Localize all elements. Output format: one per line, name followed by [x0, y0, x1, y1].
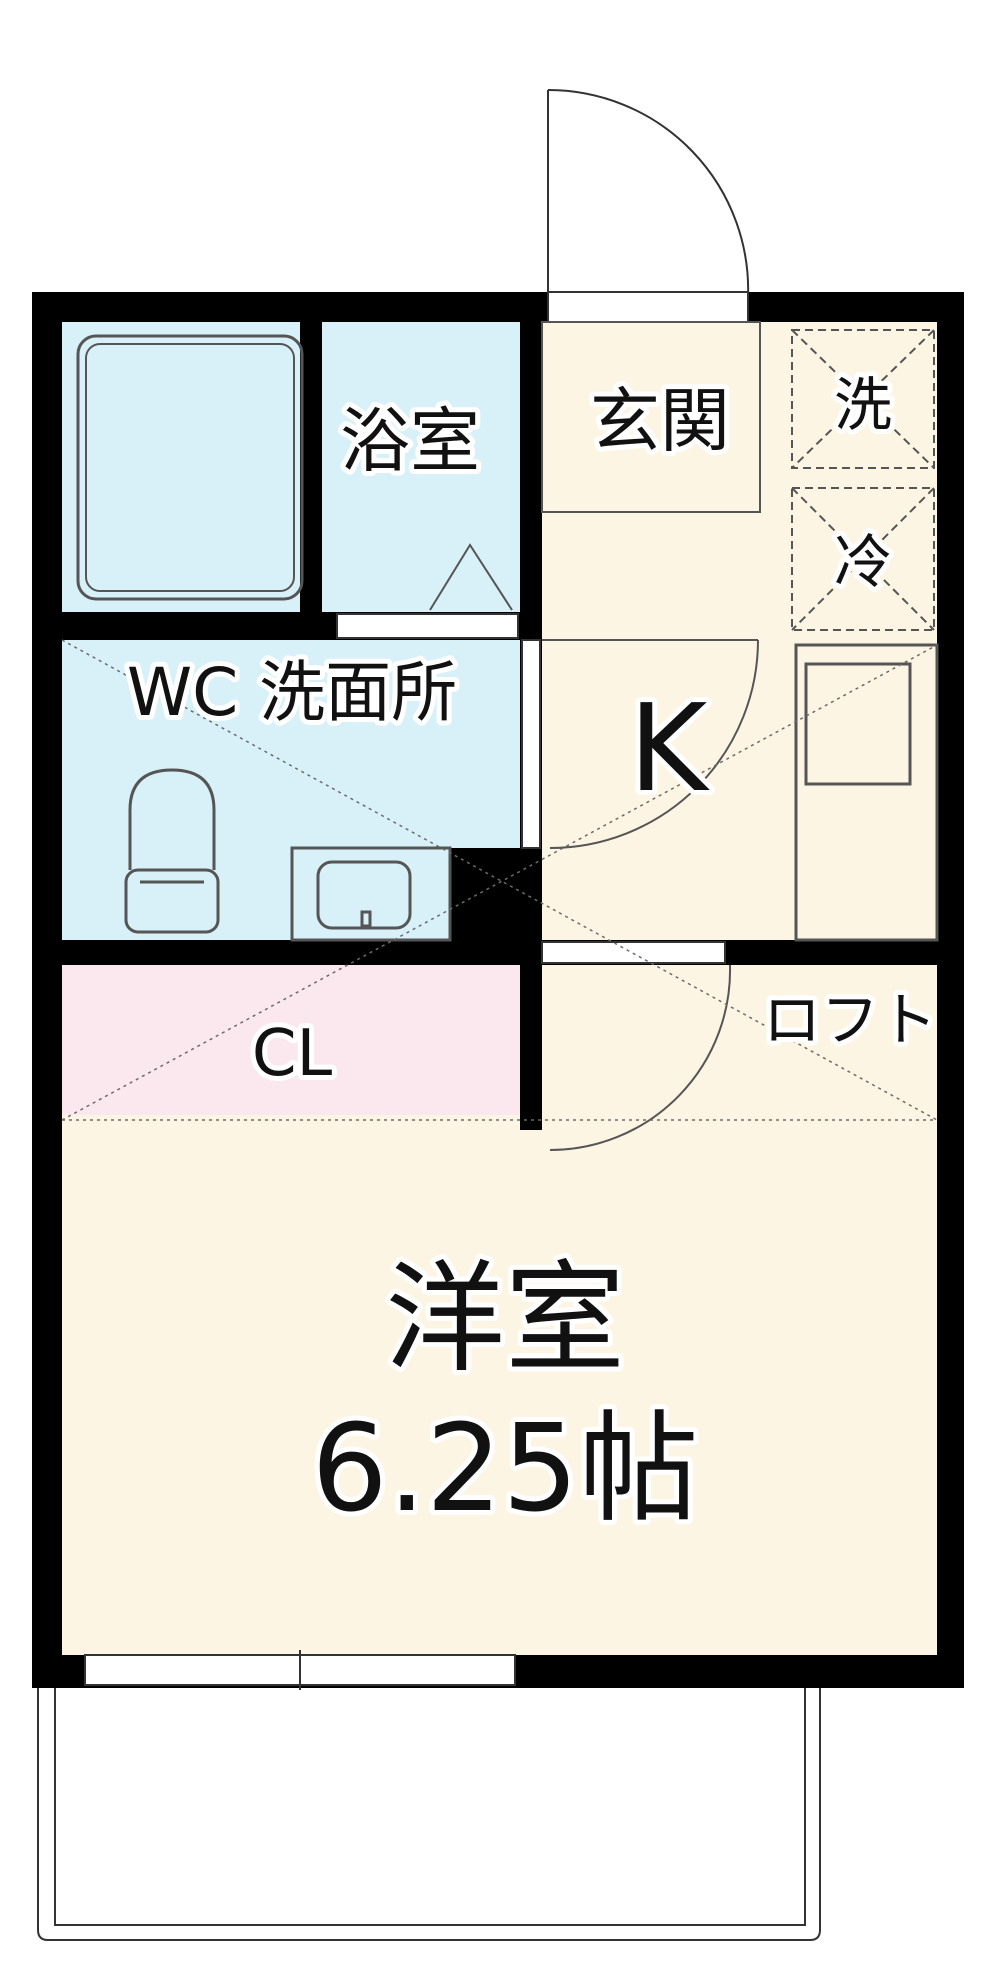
- bath-marker: [429, 543, 513, 611]
- bathroom-floor: [62, 322, 520, 612]
- wall-mid-right: [725, 940, 937, 965]
- toilet: [124, 768, 220, 934]
- door-openings: [84, 291, 749, 1690]
- wall-closet-partition: [520, 940, 542, 1130]
- entrance-step: [541, 321, 761, 513]
- room-label-washroom: WC 洗面所: [127, 654, 457, 731]
- room-label-western-room: 洋室: [385, 1250, 625, 1389]
- bathtub: [76, 334, 304, 601]
- wall-center-upper: [520, 322, 542, 640]
- appliance-spaces: [791, 329, 935, 631]
- western-room-floor: [62, 1115, 937, 1655]
- room-label-closet: CL: [252, 1017, 333, 1091]
- washbasin: [290, 846, 452, 942]
- closet-floor: [62, 965, 520, 1115]
- room-label-western-room-size: 6.25帖: [311, 1400, 698, 1539]
- room-label-bathroom: 浴室: [340, 400, 480, 482]
- loft-outline: [61, 639, 938, 1121]
- kitchen-counter: [794, 643, 939, 942]
- wall-mid-left: [62, 940, 520, 965]
- wall-bath-partition: [300, 322, 322, 612]
- entrance-door: [547, 89, 750, 300]
- room-label-entrance: 玄関: [590, 380, 730, 462]
- room-label-kitchen: K: [629, 680, 711, 819]
- room-label-fridge: 冷: [834, 528, 892, 596]
- wall-bath-wash: [62, 612, 337, 640]
- kitchen-floor: [542, 322, 937, 940]
- room-label-loft: ロフト: [763, 986, 937, 1054]
- loft-floor: [542, 965, 937, 1115]
- room-label-washer: 洗: [834, 371, 892, 439]
- pillar: [450, 848, 542, 940]
- balcony: [37, 1688, 821, 1941]
